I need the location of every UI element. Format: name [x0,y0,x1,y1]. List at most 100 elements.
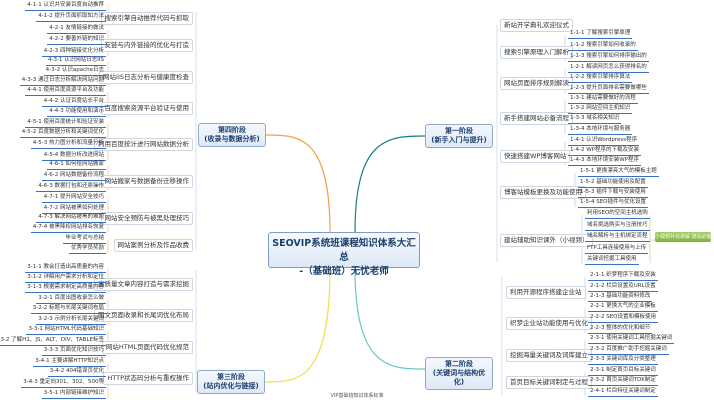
leaf-topic[interactable]: FTP工具连接使用与上传 [585,244,649,254]
leaf-topic[interactable]: 4-2-3 四种链接优化分析 [41,47,106,57]
branch-topic[interactable]: 友链与内外链接的优化与打造 [100,39,193,52]
branch-topic[interactable]: 织梦企业站功能使用与优化 [506,317,592,330]
branch-topic[interactable]: 网站页面排序规则解读 [500,77,573,90]
leaf-topic[interactable]: 4-3-2 认识apache日志 [43,66,106,76]
leaf-topic[interactable]: 3-4-2 404错误页优化 [47,367,106,377]
leaf-topic[interactable]: 1-3-1 建站需要做好的流程 [568,94,638,104]
leaf-topic[interactable]: 3-1-2 详解用户需求分析和定位 [25,273,106,283]
branch-topic[interactable]: 快速搭建WP博客网站 [500,150,571,163]
leaf-topic[interactable]: 1-5-3 插件下载与安装使用 [578,188,648,198]
leaf-topic[interactable]: 毕业考试与总结 [63,234,106,244]
leaf-topic[interactable]: 3-4-1 主要讲解HTTP知识点 [33,357,106,367]
leaf-topic[interactable]: 1-1-3 搜索引擎如何排序输出的 [568,52,649,62]
leaf-topic[interactable]: 4-6-2 网站数据备份流程 [41,171,106,181]
branch-topic[interactable]: 博客站模板更换及功能使用 [500,186,586,199]
branch-topic[interactable]: 图文页面收录和长尾词优化布局 [94,309,193,322]
leaf-topic[interactable]: 4-2-2 要善外链的知识 [47,35,106,45]
branch-topic[interactable]: 网站搬家与数据备份迁移操作 [100,175,193,188]
leaf-topic[interactable]: 1-1-2 搜索引擎如何收录的 [568,41,638,51]
leaf-topic[interactable]: 4-1-1 认识并安装百度自动推荐 [25,1,106,11]
leaf-topic[interactable]: 1-1-1 了解搜索引擎原理 [568,29,633,39]
leaf-topic[interactable]: 4-6-1 如何给网站搬家 [47,160,106,170]
leaf-topic[interactable]: 2-3-3 关键词库及分类整理 [588,355,658,365]
leaf-topic[interactable]: 4-4-1 使用百度资源平台及功能 [25,86,106,96]
branch-topic[interactable]: 利用百度统计进行网站数据分析 [94,138,193,151]
leaf-topic[interactable]: 4-7-1 提升网站安全技巧 [41,193,106,203]
leaf-topic[interactable]: 4-2-1 友情链接的做法 [47,24,106,34]
leaf-topic[interactable]: 1-4-2 WP程序的下载及安装 [568,146,641,156]
leaf-topic[interactable]: 2-1-2 栏目设置及URL设置 [588,282,658,292]
branch-topic[interactable]: 利用开源程序搭建企业站 [506,286,586,299]
stage-title: 第三阶段 [217,373,245,381]
leaf-topic[interactable]: 2-1-1 织梦程序下载及安装 [588,271,658,281]
branch-topic[interactable]: 网站安全预防与被黑处理技巧 [100,212,193,225]
branch-topic[interactable]: 搜索引擎自动推荐代码与抓取 [100,12,193,25]
leaf-topic[interactable]: 2-3-2 百度推广助手挖掘关键词 [588,345,669,355]
leaf-topic[interactable]: 利用SEO的空间主机选购 [585,209,650,219]
leaf-topic[interactable]: 3-2-2 标题与长尾关键词布局 [30,304,106,314]
leaf-topic[interactable]: 2-2-1 更换大气的企业模板 [588,302,658,312]
leaf-topic[interactable]: 1-5-2 基础功能使用及配置 [578,178,648,188]
leaf-topic[interactable]: 2-2-3 整体的优化和细节 [588,324,653,334]
leaf-topic[interactable]: 2-3-2 首页关键词TDK制定 [588,376,658,386]
leaf-topic[interactable]: 域名挑选购买与注册技巧 [585,221,650,231]
leaf-topic[interactable]: 2-2-2 SEO设置和模板使用 [588,313,659,323]
leaf-topic[interactable]: 1-3-4 本地环境与服务器 [568,125,633,135]
branch-topic[interactable]: 挖掘海量关键词及词库建立 [506,349,592,362]
leaf-topic[interactable]: 1-5-1 更换漂亮大气的模板主题 [578,167,659,177]
leaf-topic[interactable]: 1-3-3 域名相关知识 [568,114,622,124]
leaf-topic[interactable]: 2-3-1 制定首页目标关键词 [588,366,658,376]
leaf-topic[interactable]: 4-1-2 提升页面抓取知方法 [36,12,106,22]
leaf-topic[interactable]: 3-5-1 内部链接维护知识 [41,389,106,399]
leaf-topic[interactable]: 1-5-4 SEO插件与优化设置 [578,198,649,208]
leaf-topic[interactable]: 3-1-1 教会打造出高质量的内容 [25,263,106,273]
branch-topic[interactable]: 高质量文章内容打造与需求挖掘 [94,278,193,291]
central-topic[interactable]: SEOVIP系统班课程知识体系大汇总 -（基础班）无忧老师 [268,232,420,277]
leaf-topic[interactable]: 3-3-3 页面优化知识技巧 [41,346,106,356]
leaf-topic[interactable]: 4-7-4 被黑降权网站排名恢复 [30,223,106,233]
leaf-topic[interactable]: 4-7-2 网站被黑如何处理 [41,204,106,214]
branch-topic[interactable]: 新手搭建网站必备流程 [500,112,573,125]
branch-topic[interactable]: 网站案例分析及作品收费 [113,239,193,252]
leaf-topic[interactable]: 4-4-3 功能使用和演示 [47,107,106,117]
leaf-topic[interactable]: 3-3-1 网站HTML代码基础知识 [26,325,106,335]
leaf-topic[interactable]: 4-5-4 数据分析改进网站 [41,151,106,161]
leaf-topic[interactable]: 3-1-3 根据需求制定高质量内容 [25,283,106,293]
branch-topic[interactable]: 网站HTML页面代码优化规范 [101,341,193,354]
leaf-topic[interactable]: 4-5-2 百度数据分析和关键词优化 [19,128,106,138]
leaf-topic[interactable]: 4-4-2 认证百度站长平台 [41,97,106,107]
leaf-topic[interactable]: 1-2-1 解读网页怎么获得排名的 [568,63,649,73]
leaf-topic[interactable]: 4-6-3 数据打包和还原操作 [36,182,106,192]
branch-topic[interactable]: 首页目标关键词制定与过程 [506,376,592,389]
leaf-topic[interactable]: 3-3-2 了解H1、JS、ALT、DIV、TABLE标签 [0,336,106,346]
leaf-topic[interactable]: 2-1-3 基础功能资料修改 [588,292,653,302]
branch-topic[interactable]: 网站IIS日志分析与健康度检查 [99,71,193,84]
leaf-topic[interactable]: 4-5-3 热力图分析和流量分析 [30,139,106,149]
leaf-topic[interactable]: 3-4-3 重定向301、302、500等 [21,378,106,388]
leaf-topic[interactable]: 1-4-1 认识Wordpress程序 [568,136,640,146]
stage-node-stage3[interactable]: 第三阶段(站内优化与链接) [197,370,265,394]
leaf-topic[interactable]: 关键词挖掘工具使用 [585,255,639,265]
leaf-topic[interactable]: 1-2-2 搜索引擎排序算法 [568,73,633,83]
leaf-topic[interactable]: 3-2-1 百度出图收录怎么做 [36,294,106,304]
stage-node-stage2[interactable]: 第二阶段(关键词与结构优化) [425,357,493,390]
branch-topic[interactable]: 建站辅助知识课外（小视频） [500,234,593,247]
leaf-topic[interactable]: 2-3-1 使用关键词工具挖掘关键词 [588,334,675,344]
leaf-topic[interactable]: 1-4-3 本地环境安装WP程序 [568,156,641,166]
leaf-topic[interactable]: 2-4-1 栏目特征关键词制定 [588,387,658,397]
leaf-topic[interactable]: 1-2-3 提升页面排名需要做哪些 [568,84,649,94]
branch-topic[interactable]: 新站开学典礼欢迎仪式 [500,19,573,32]
leaf-topic[interactable]: 4-7-3 解决网站被黑的难题 [36,213,106,223]
stage-node-stage4[interactable]: 第四阶段(收录与数据分析) [198,123,266,147]
leaf-topic[interactable]: 域名解析与主机绑定流程 [585,232,650,242]
leaf-topic[interactable]: 1-3-2 网站空间主机知识 [568,104,633,114]
branch-topic[interactable]: 百度搜索资源平台验证与使用 [100,102,193,115]
stage-node-stage1[interactable]: 第一阶段(新手入门与提升) [425,124,493,148]
leaf-topic[interactable]: 4-3-3 通过日志分析解决网站问题 [19,76,106,86]
branch-topic[interactable]: 搜索引擎原理入门解析 [500,46,573,59]
leaf-topic[interactable]: 4-3-1 认识网站日志IIS [46,56,106,66]
branch-topic[interactable]: HTTP状态码分析与重权操作 [103,372,193,385]
leaf-topic[interactable]: 4-5-1 使用百度统计和验证安装 [25,118,106,128]
leaf-topic[interactable]: 优秀学员奖励 [68,244,106,254]
leaf-topic[interactable]: 3-2-3 示例分析长尾关键词 [36,315,106,325]
